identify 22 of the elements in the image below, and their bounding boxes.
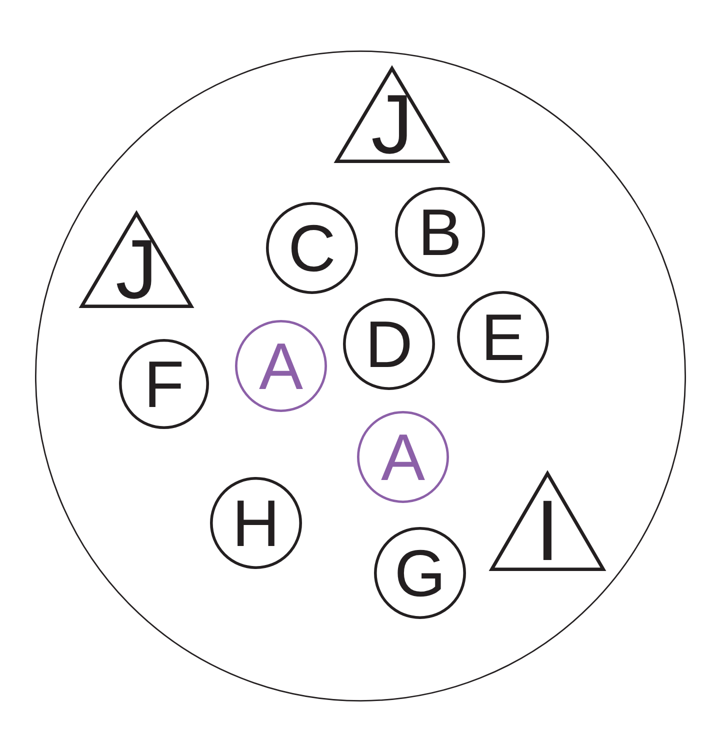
node-letter: A (258, 340, 304, 392)
circle-node (374, 527, 466, 619)
circle-node (266, 202, 358, 294)
enclosing-circle (35, 50, 686, 702)
node-letter: E (480, 310, 526, 364)
node-letter: H (232, 496, 280, 550)
node-letter: A (380, 430, 426, 484)
node-letter: C (288, 222, 336, 274)
circle-node (395, 187, 485, 277)
circle-node (235, 320, 327, 412)
circle-node (119, 339, 209, 429)
circle-node (357, 411, 449, 503)
node-letter: F (144, 358, 184, 410)
node-letter: G (394, 546, 446, 600)
node-letter: J (116, 236, 158, 303)
node-letter: D (365, 318, 413, 370)
circle-node (457, 291, 549, 383)
circle-node (210, 477, 302, 569)
node-letter: B (418, 206, 462, 258)
node-letter: I (536, 497, 560, 566)
circle-node (343, 298, 435, 390)
node-letter: J (371, 90, 413, 158)
